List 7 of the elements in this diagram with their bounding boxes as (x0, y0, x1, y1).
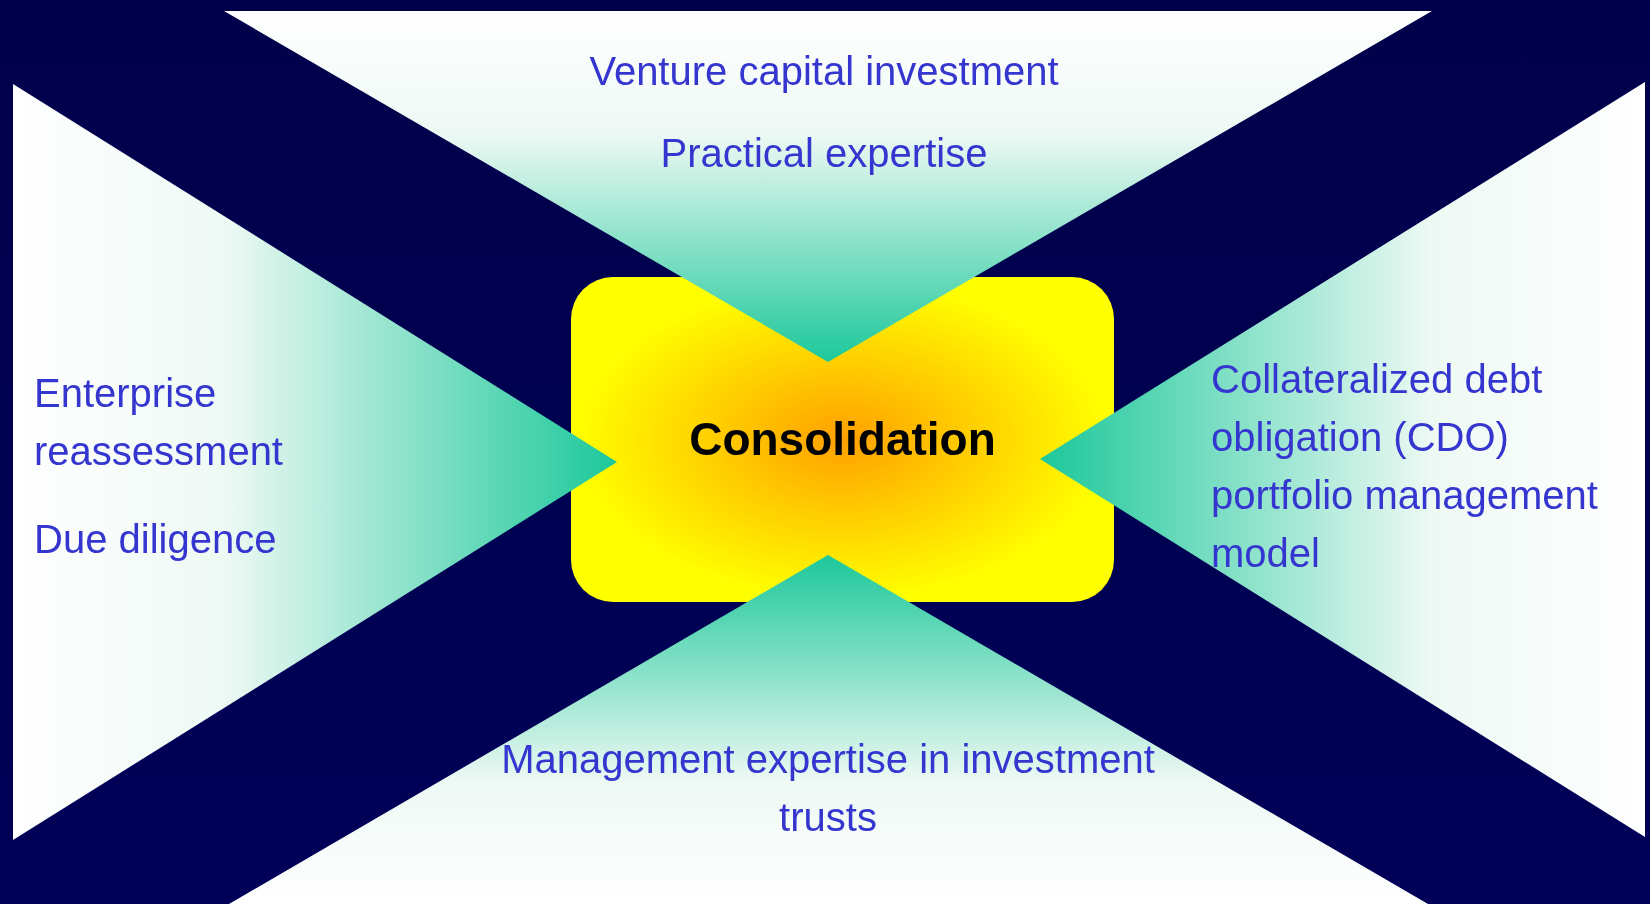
node-text: Enterprise reassessment (34, 370, 284, 475)
node-text: Venture capital investment (588, 48, 1060, 95)
node-text: Management expertise in investment trusts (500, 736, 1156, 841)
node-text: Due diligence (34, 516, 278, 563)
box-label: Consolidation (689, 411, 996, 467)
node-text: Practical expertise (659, 130, 989, 177)
node-text: Collateralized debt obligation (CDO) portfolio management model (1211, 356, 1599, 577)
